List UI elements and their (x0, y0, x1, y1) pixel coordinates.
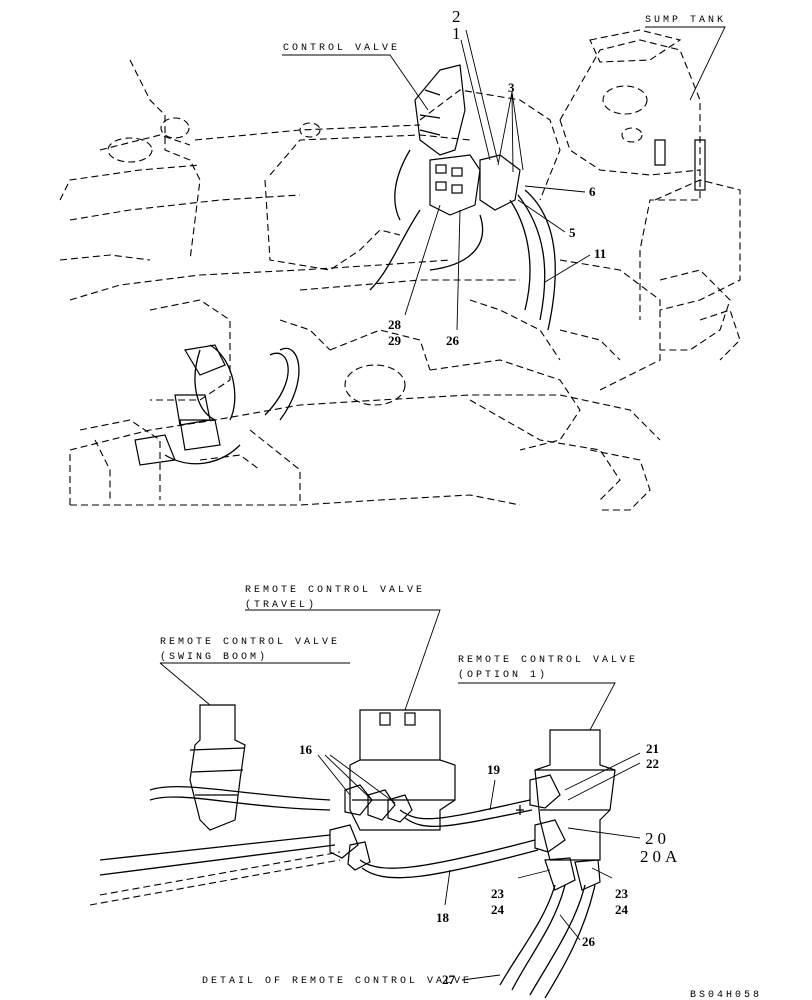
callout-23-right: 23 (615, 886, 629, 901)
upper-view-labels: CONTROL VALVE SUMP TANK 2 1 3 6 5 11 28 … (283, 7, 726, 348)
callout-3: 3 (508, 80, 515, 95)
callout-24-left: 24 (491, 902, 505, 917)
callout-20: 20 (645, 829, 670, 848)
callout-5: 5 (569, 225, 576, 240)
control-valve-label: CONTROL VALVE (283, 43, 400, 54)
rcv-option1-label-line2: (OPTION 1) (458, 669, 548, 681)
callout-21: 21 (646, 741, 659, 756)
callout-18: 18 (436, 910, 450, 925)
callout-29: 29 (388, 333, 402, 348)
callout-20a: 20A (640, 847, 681, 866)
callout-1: 1 (452, 24, 465, 43)
rcv-travel-label-line2: (TRAVEL) (245, 599, 317, 611)
callout-26-upper: 26 (446, 333, 460, 348)
callout-23-left: 23 (491, 886, 505, 901)
callout-16: 16 (299, 742, 313, 757)
callout-24-right: 24 (615, 902, 629, 917)
callout-19: 19 (487, 762, 501, 777)
lower-view-valves (189, 704, 616, 891)
rcv-swing-boom-label-line2: (SWING BOOM) (160, 651, 268, 663)
upper-view-frame (59, 29, 741, 511)
drawing-code: BS04H058 (690, 990, 762, 1000)
callout-26-lower: 26 (582, 934, 596, 949)
upper-view-leaders (282, 26, 726, 331)
lower-view-labels: REMOTE CONTROL VALVE (TRAVEL) REMOTE CON… (160, 585, 762, 1000)
sump-tank-label: SUMP TANK (645, 15, 726, 26)
rcv-swing-boom-label-line1: REMOTE CONTROL VALVE (160, 637, 340, 648)
callout-28: 28 (388, 317, 402, 332)
callout-2: 2 (452, 7, 465, 26)
callout-27: 27 (442, 972, 456, 987)
callout-6: 6 (589, 184, 596, 199)
callout-11: 11 (594, 246, 606, 261)
callout-22: 22 (646, 756, 659, 771)
rcv-travel-label-line1: REMOTE CONTROL VALVE (245, 585, 425, 596)
lower-view-hoses (89, 786, 596, 999)
lower-view-leaders (159, 609, 641, 981)
detail-caption: DETAIL OF REMOTE CONTROL VALVE (202, 976, 472, 987)
rcv-option1-label-line1: REMOTE CONTROL VALVE (458, 655, 638, 666)
